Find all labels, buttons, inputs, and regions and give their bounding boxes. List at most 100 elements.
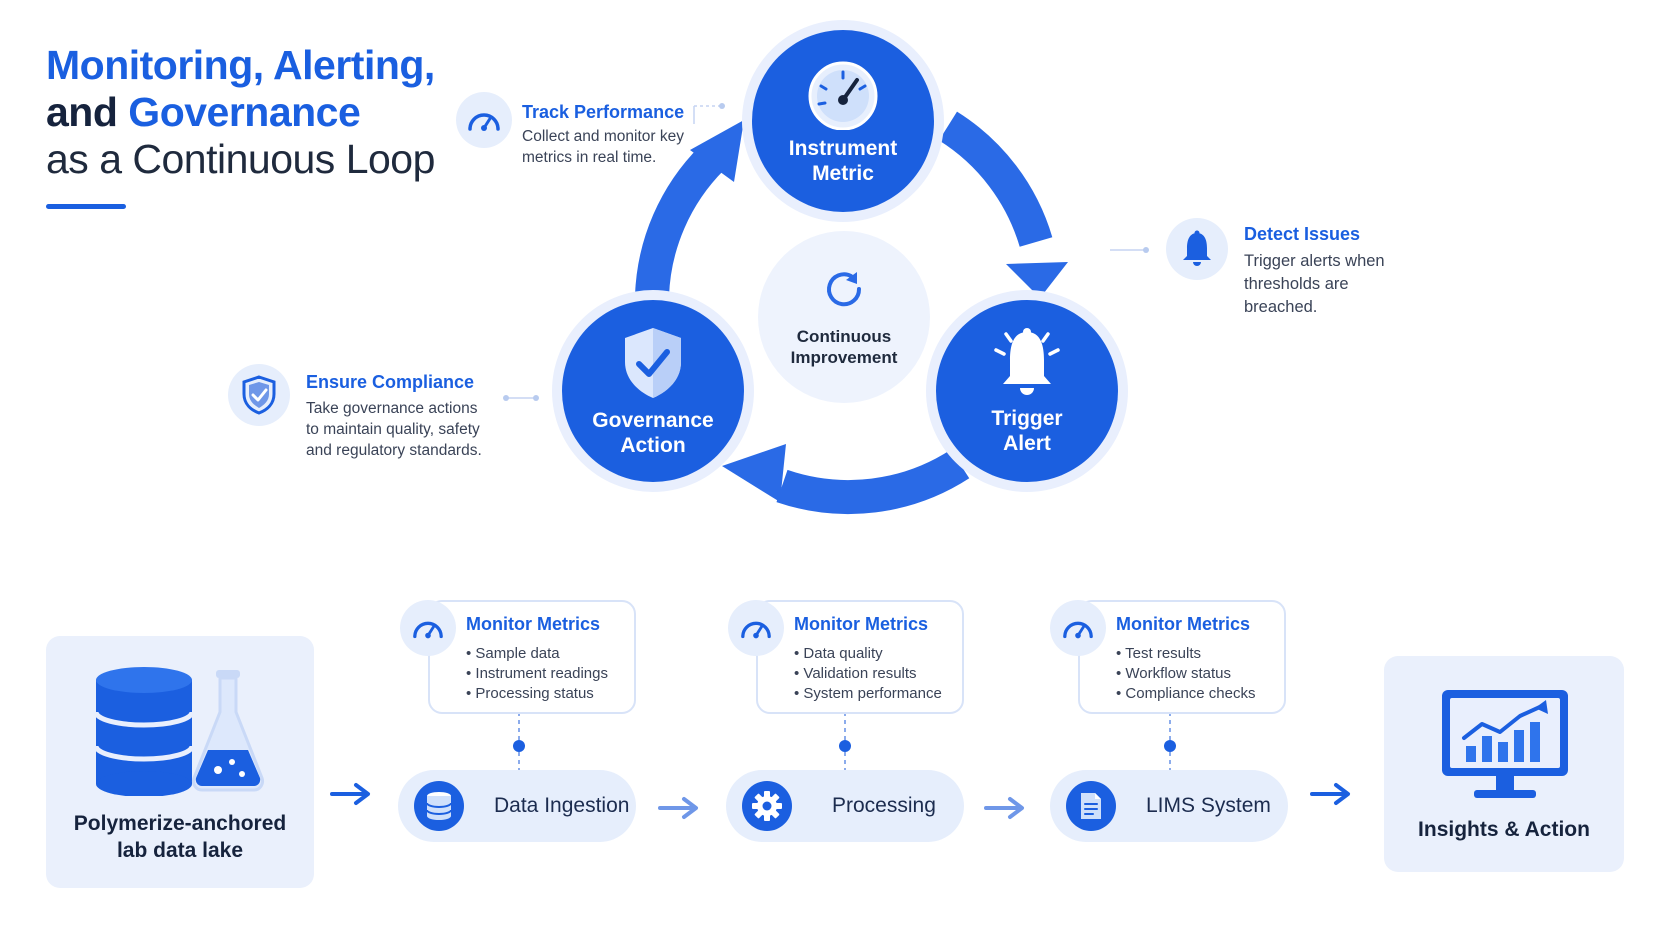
title-line-2: and Governance (46, 89, 486, 136)
database-icon (426, 792, 452, 820)
stage-processing: Processing (726, 770, 964, 842)
list-item: Processing status (466, 684, 608, 704)
center-continuous-improvement: Continuous Improvement (758, 231, 930, 403)
stage-processing-label: Processing (832, 794, 936, 817)
list-item: Sample data (466, 644, 608, 664)
note-track-body: Collect and monitor key metrics in real … (522, 126, 684, 168)
refresh-icon (827, 272, 862, 307)
note-track-title: Track Performance (522, 102, 685, 122)
document-icon (1081, 793, 1101, 819)
speedometer-icon (468, 113, 500, 131)
node-instrument-line-1: Instrument (788, 137, 898, 160)
list-item: Data quality (794, 644, 942, 664)
node-trigger-alert: Trigger Alert (926, 290, 1128, 492)
node-trigger-line-2: Alert (1003, 432, 1051, 455)
note-detect-body: Trigger alerts when thresholds are breac… (1244, 250, 1426, 319)
node-trigger-line-1: Trigger (991, 407, 1063, 430)
list-item: System performance (794, 684, 941, 704)
note-ensure-line-3: and regulatory standards. (306, 442, 482, 459)
stage-data-ingestion: Data Ingestion (398, 770, 636, 842)
stage-ingestion-label: Data Ingestion (494, 794, 630, 817)
center-label-line-1: Continuous (796, 327, 892, 346)
list-item: Test results (1116, 644, 1255, 664)
stage-lims-label: LIMS System (1146, 794, 1271, 817)
arrowhead-to-trigger (1006, 262, 1068, 298)
arrow-governance-to-instrument (635, 145, 725, 297)
monitor-chart-icon (1442, 690, 1568, 798)
metric-lims-list: Test results Workflow status Compliance … (1116, 644, 1255, 704)
note-ensure-line-1: Take governance actions (306, 400, 478, 417)
arrowhead-to-instrument (690, 120, 744, 182)
note-track-icon-wrap (456, 92, 512, 148)
arrow-instrument-to-trigger (938, 111, 1053, 248)
center-label-line-2: Improvement (790, 348, 898, 367)
shield-check-icon (625, 328, 681, 398)
speedometer-icon (413, 621, 443, 639)
shield-check-icon (242, 375, 276, 415)
note-ensure-compliance: Ensure Compliance Take governance action… (228, 364, 508, 464)
speedometer-icon (741, 621, 771, 639)
metric-processing-title: Monitor Metrics (794, 614, 929, 634)
node-governance-action: Governance Action (552, 290, 754, 492)
stage-lims-system: LIMS System (1050, 770, 1288, 842)
note-ensure-title: Ensure Compliance (306, 372, 475, 392)
node-governance-line-2: Action (620, 434, 686, 457)
metric-ingestion-title: Monitor Metrics (466, 614, 601, 634)
list-item: Workflow status (1116, 664, 1255, 684)
metric-processing-list: Data quality Validation results System p… (794, 644, 942, 704)
pipeline-arrow-3 (984, 797, 1024, 819)
note-track-line-2: metrics in real time. (522, 149, 657, 166)
metric-ingestion-icon-wrap (400, 600, 456, 656)
pill-lims-icon-wrap (1066, 781, 1116, 831)
title-line-2-part-1: and (46, 89, 129, 135)
note-detect-line-2: thresholds are breached. (1244, 275, 1349, 316)
metric-processing-icon-wrap (728, 600, 784, 656)
source-label: Polymerize-anchored lab data lake (46, 810, 314, 864)
note-detect-icon-wrap (1166, 218, 1228, 280)
output-insights-panel: Insights & Action (1384, 656, 1624, 872)
pipeline-arrow-2 (658, 797, 698, 819)
note-track-line-1: Collect and monitor key (522, 128, 684, 145)
title-underline (46, 204, 126, 209)
arrowhead-to-governance (722, 444, 786, 502)
pill-ingestion-icon-wrap (414, 781, 464, 831)
pipeline-arrow-4 (1310, 783, 1350, 805)
source-data-lake-panel: Polymerize-anchored lab data lake (46, 636, 314, 888)
note-track-performance: Track Performance Collect and monitor ke… (456, 92, 696, 172)
gear-icon (752, 791, 782, 821)
note-detect-issues: Detect Issues Trigger alerts when thresh… (1166, 218, 1426, 316)
pill-processing-icon-wrap (742, 781, 792, 831)
note-ensure-icon-wrap (228, 364, 290, 426)
source-label-line-1: Polymerize-anchored (73, 812, 287, 835)
source-label-line-2: lab data lake (116, 839, 244, 862)
metric-ingestion-list: Sample data Instrument readings Processi… (466, 644, 608, 704)
list-item: Instrument readings (466, 664, 608, 684)
node-instrument-line-2: Metric (812, 162, 874, 185)
speedometer-icon (1063, 621, 1093, 639)
title-line-3: as a Continuous Loop (46, 136, 435, 182)
title-line-2-part-2: Governance (128, 89, 361, 135)
metric-card-processing: Monitor Metrics Data quality Validation … (728, 600, 964, 714)
bell-icon (994, 328, 1060, 395)
title-line-1: Monitoring, Alerting, (46, 42, 435, 88)
output-label: Insights & Action (1418, 818, 1590, 841)
node-governance-line-1: Governance (592, 409, 714, 432)
metric-lims-icon-wrap (1050, 600, 1106, 656)
arrow-trigger-to-governance (776, 449, 970, 515)
metric-card-lims: Monitor Metrics Test results Workflow st… (1050, 600, 1286, 714)
note-detect-line-1: Trigger alerts when (1244, 252, 1385, 270)
node-instrument-metric: Instrument Metric (742, 20, 944, 222)
note-ensure-body: Take governance actions to maintain qual… (306, 398, 482, 461)
bell-icon (1183, 230, 1211, 266)
list-item: Validation results (794, 664, 942, 684)
database-flask-icon (93, 667, 264, 796)
speedometer-icon (808, 61, 878, 130)
list-item: Compliance checks (1116, 684, 1255, 704)
metric-lims-title: Monitor Metrics (1116, 614, 1251, 634)
metric-card-ingestion: Monitor Metrics Sample data Instrument r… (400, 600, 636, 714)
note-ensure-line-2: to maintain quality, safety (306, 421, 480, 438)
note-detect-title: Detect Issues (1244, 224, 1361, 244)
pipeline-arrow-1 (330, 783, 370, 805)
page-title: Monitoring, Alerting, and Governance as … (46, 42, 486, 183)
